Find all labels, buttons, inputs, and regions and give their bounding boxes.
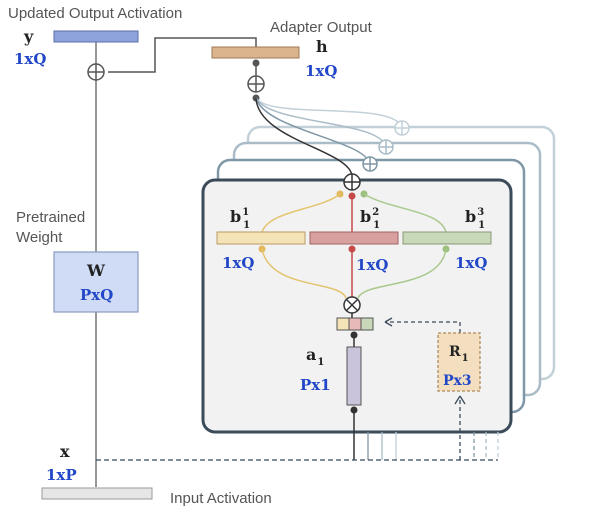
b1-dim-label: 1xQ [222, 254, 254, 272]
b1-up-curve [261, 193, 341, 233]
input-activation-label: Input Activation [170, 490, 272, 507]
a1-vector [346, 346, 362, 406]
frame1-add-icon-cross [363, 157, 377, 171]
h-dim-label: 1xQ [305, 62, 337, 80]
frame3-add-icon-cross [395, 121, 409, 135]
r-to-selector-dashed [385, 321, 461, 333]
y-label: y [23, 27, 34, 46]
y-dim-label: 1xQ [14, 50, 46, 68]
input-activation-bar [41, 487, 153, 500]
adapter-output-bar [211, 46, 300, 59]
x-dim-label: 1xP [46, 466, 77, 484]
updated-output-label: Updated Output Activation [8, 5, 182, 22]
r1-matrix [437, 332, 481, 392]
r-to-selector-arrowhead [384, 317, 393, 327]
b1-bar [216, 231, 306, 245]
frame2-add-icon-cross [379, 140, 393, 154]
b3-down-curve [357, 248, 447, 299]
b2-dim-label: 1xQ [356, 256, 388, 274]
r1-dim-label: Px3 [443, 373, 472, 389]
curve-frame-main [255, 97, 353, 177]
pretrained-label-2: Weight [16, 229, 63, 246]
curve-frame-3 [255, 97, 403, 129]
r-input-arrowhead [454, 395, 466, 405]
r1-label: R1 [449, 344, 469, 364]
selector-cell-3 [360, 317, 374, 331]
selector-cell-2 [348, 317, 362, 331]
a1-label: a1 [306, 345, 324, 368]
adapter-output-label: Adapter Output [270, 19, 373, 36]
pretrained-weight-box [53, 251, 139, 313]
b3-bar [402, 231, 492, 245]
output-activation-bar [53, 30, 139, 43]
selector-cell-1 [336, 317, 350, 331]
curve-frame-2 [255, 97, 387, 148]
b1-down-curve [261, 248, 347, 299]
w-label: W [86, 261, 106, 280]
x-label: x [60, 442, 70, 461]
b3-dim-label: 1xQ [455, 254, 487, 272]
pretrained-label-1: Pretrained [16, 209, 85, 226]
a1-dim-label: Px1 [300, 376, 331, 394]
multiply-icon-cross [345, 298, 359, 312]
w-dim-label: PxQ [80, 286, 113, 304]
h-label: h [316, 37, 328, 56]
curve-frame-1 [255, 97, 371, 165]
adapter-to-output-line [108, 37, 257, 73]
frame-main-add-icon-cross [344, 174, 360, 190]
b2-bar [309, 231, 399, 245]
b3-up-curve [363, 193, 447, 233]
